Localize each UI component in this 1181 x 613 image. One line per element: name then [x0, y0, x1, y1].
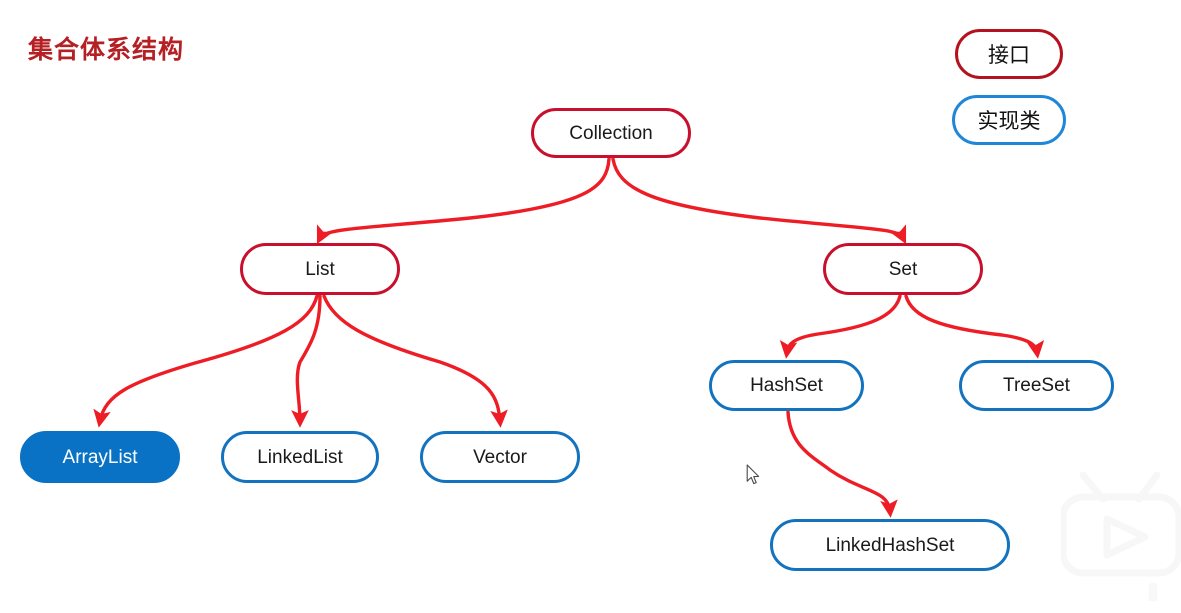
- node-linkedlist[interactable]: LinkedList: [221, 431, 379, 483]
- node-label-list: List: [305, 258, 335, 280]
- legend-chip-implementation[interactable]: 实现类: [952, 95, 1066, 145]
- node-hashset[interactable]: HashSet: [709, 360, 864, 411]
- node-label-linkedhashset: LinkedHashSet: [825, 534, 955, 556]
- edge-list-to-arraylist: [93, 294, 319, 428]
- legend-label-implementation: 实现类: [977, 110, 1041, 133]
- edge-list-to-linkedlist: [291, 294, 322, 428]
- edge-hashset-to-linkedhashset: [786, 410, 898, 518]
- video-play-watermark-icon: [1061, 471, 1181, 601]
- node-set[interactable]: Set: [823, 243, 983, 295]
- node-label-set: Set: [888, 258, 918, 280]
- node-linkedhashset[interactable]: LinkedHashSet: [770, 519, 1010, 571]
- node-label-arraylist: ArrayList: [62, 446, 138, 468]
- node-collection[interactable]: Collection: [531, 108, 691, 158]
- node-label-vector: Vector: [473, 446, 527, 468]
- node-arraylist[interactable]: ArrayList: [20, 431, 180, 483]
- node-treeset[interactable]: TreeSet: [959, 360, 1114, 411]
- node-list[interactable]: List: [240, 243, 400, 295]
- edge-set-to-treeset: [904, 294, 1045, 359]
- node-label-treeset: TreeSet: [1003, 375, 1070, 396]
- edge-set-to-hashset: [779, 294, 902, 359]
- legend-chip-interface[interactable]: 接口: [955, 29, 1063, 79]
- mouse-pointer-icon: [746, 464, 760, 485]
- edge-collection-to-set: [611, 157, 907, 245]
- edge-list-to-vector: [322, 294, 508, 428]
- node-label-hashset: HashSet: [750, 375, 823, 396]
- node-label-collection: Collection: [569, 122, 653, 144]
- page-title: 集合体系结构: [28, 36, 185, 64]
- node-label-linkedlist: LinkedList: [257, 446, 343, 468]
- node-vector[interactable]: Vector: [420, 431, 580, 483]
- edge-collection-to-list: [316, 157, 611, 245]
- legend-label-interface: 接口: [988, 44, 1030, 67]
